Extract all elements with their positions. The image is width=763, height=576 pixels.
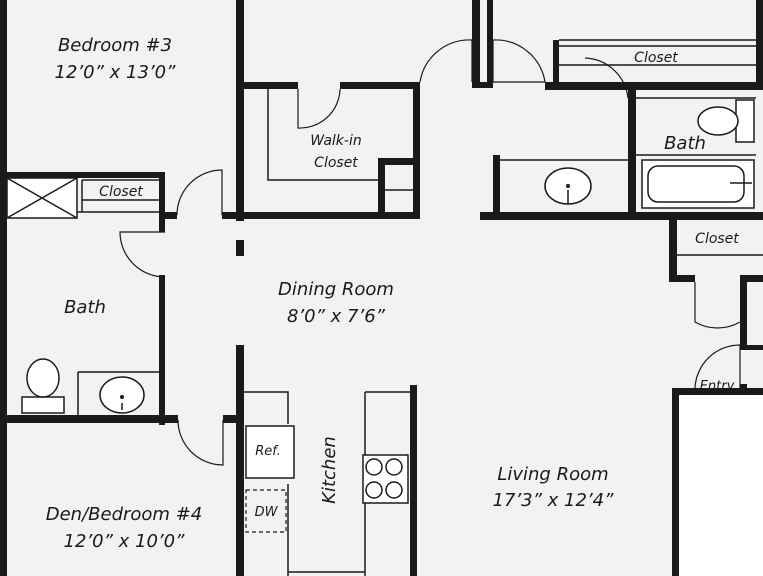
- refrigerator: [245, 425, 295, 479]
- closet-right-label: Closet: [695, 231, 739, 247]
- cabinetry: [7, 39, 763, 576]
- dishwasher-label: DW: [255, 505, 279, 520]
- toilet-bowl-left: [26, 358, 60, 398]
- dishwasher: [245, 489, 287, 533]
- toilet-tank-left: [21, 396, 65, 414]
- kitchen-label: Kitchen: [319, 436, 340, 504]
- dining-room-name: Dining Room: [278, 279, 394, 300]
- living-room-name: Living Room: [497, 464, 608, 485]
- entry-label: Entry: [700, 379, 735, 394]
- walkin-closet-line2: Closet: [314, 155, 358, 171]
- bedroom3-size: 12’0” x 13’0”: [55, 62, 177, 83]
- refrigerator-label: Ref.: [255, 444, 281, 459]
- closet-left-label: Closet: [99, 184, 143, 200]
- bedroom3-name: Bedroom #3: [58, 35, 172, 56]
- closet-top-label: Closet: [634, 50, 678, 66]
- bath-right-label: Bath: [664, 133, 706, 154]
- den-bedroom4-size: 12’0” x 10’0”: [64, 531, 186, 552]
- dining-room-size: 8’0” x 7’6”: [287, 306, 386, 327]
- walkin-closet-line1: Walk-in: [310, 133, 361, 149]
- bath-left-label: Bath: [64, 297, 106, 318]
- living-room-size: 17’3” x 12’4”: [493, 490, 615, 511]
- exterior-area: [672, 395, 763, 576]
- door-swings: [119, 39, 741, 466]
- den-bedroom4-name: Den/Bedroom #4: [46, 504, 202, 525]
- fixtures: [6, 99, 755, 533]
- toilet-bowl-right: [697, 106, 739, 136]
